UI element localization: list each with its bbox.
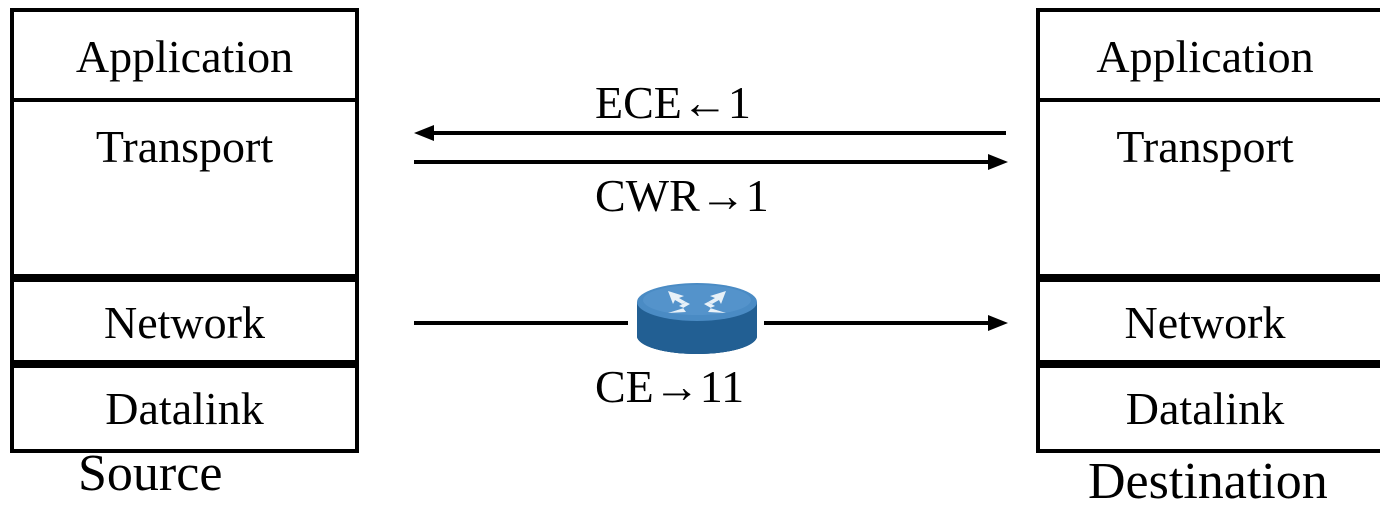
cwr-arrow [414, 154, 1008, 170]
destination-application-divider [1040, 98, 1380, 102]
source-application-divider [14, 98, 355, 102]
ece-arrow [414, 125, 1006, 141]
network-link-right [764, 315, 1008, 331]
destination-datalink-layer: Datalink [1125, 383, 1285, 434]
source-application-layer: Application [75, 31, 294, 82]
router-icon [637, 283, 757, 354]
source-stack: Application Transport Network Datalink [10, 8, 359, 453]
cwr-label: CWR→1 [595, 170, 769, 221]
source-label: Source [78, 445, 223, 502]
ce-label: CE→11 [595, 361, 745, 412]
destination-stack: Application Transport Network Datalink [1036, 8, 1380, 453]
source-network-layer: Network [104, 297, 265, 348]
source-datalink-layer: Datalink [105, 383, 264, 434]
destination-label: Destination [1088, 453, 1328, 510]
source-transport-layer: Transport [95, 121, 274, 172]
destination-transport-divider [1040, 274, 1380, 282]
source-network-divider [14, 360, 355, 368]
destination-application-layer: Application [1096, 31, 1314, 82]
source-transport-divider [14, 274, 355, 282]
destination-transport-layer: Transport [1116, 121, 1294, 172]
ece-label: ECE←1 [595, 77, 751, 128]
destination-network-divider [1040, 360, 1380, 368]
destination-network-layer: Network [1124, 297, 1286, 348]
